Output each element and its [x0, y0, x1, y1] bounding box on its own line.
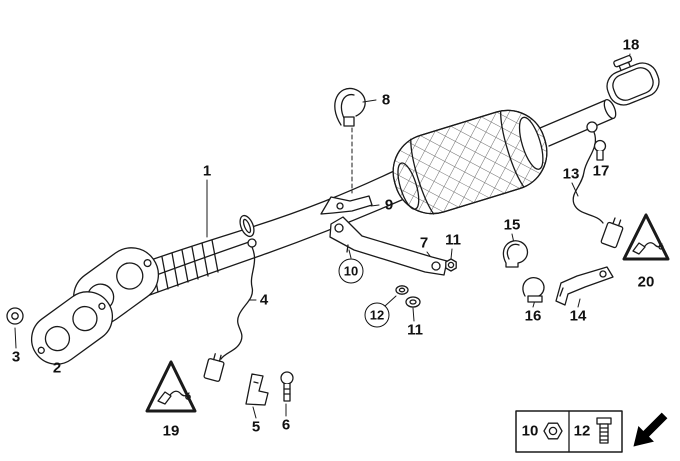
- clamp-18-drawing: [606, 54, 660, 106]
- washer-11-drawing: [405, 296, 421, 308]
- part-label-4[interactable]: 4: [259, 291, 269, 309]
- part-label-17[interactable]: 17: [592, 162, 610, 180]
- front-flange-drawing: [6, 247, 160, 365]
- bracket-14-drawing: [555, 266, 614, 306]
- part-label-7[interactable]: 7: [419, 234, 429, 252]
- nut-icon: [543, 422, 563, 440]
- part-label-20[interactable]: 20: [637, 273, 655, 291]
- washer-12-drawing: [395, 285, 409, 295]
- part-label-3[interactable]: 3: [11, 348, 21, 366]
- bracket-5-drawing: [245, 373, 269, 406]
- joint-ring-drawing: [239, 214, 255, 238]
- part-label-11b[interactable]: 11: [407, 321, 423, 339]
- part-label-16[interactable]: 16: [524, 307, 542, 325]
- part-label-11a[interactable]: 11: [445, 231, 461, 249]
- part-label-1[interactable]: 1: [202, 162, 212, 180]
- bolt-icon: [596, 417, 612, 444]
- warning-triangle-19: [145, 360, 197, 413]
- leader-lines: [14, 53, 631, 419]
- part-label-6[interactable]: 6: [281, 416, 291, 434]
- oxygen-sensor-13-drawing: [572, 131, 624, 249]
- catalytic-converter-drawing: [383, 100, 557, 224]
- legend-num-12[interactable]: 12: [573, 422, 591, 440]
- part-label-10[interactable]: 10: [338, 258, 364, 284]
- oxygen-sensor-4-drawing: [203, 238, 257, 382]
- part-label-12[interactable]: 12: [364, 302, 390, 328]
- gasket-drawing: [30, 291, 114, 365]
- bolt-17-drawing: [593, 139, 607, 161]
- legend-num-10[interactable]: 10: [521, 422, 539, 440]
- clamp-15-drawing: [502, 240, 529, 268]
- grommet-drawing: [6, 307, 24, 325]
- part-label-5[interactable]: 5: [251, 418, 261, 436]
- warning-triangle-20: [622, 213, 670, 261]
- tailpipe-drawing: [539, 98, 617, 147]
- front-pipe-drawing: [127, 170, 405, 301]
- clamp-16-drawing: [522, 277, 545, 303]
- part-label-8[interactable]: 8: [381, 91, 391, 109]
- part-label-13[interactable]: 13: [562, 165, 580, 183]
- part-label-18[interactable]: 18: [622, 36, 640, 54]
- bracket-9-drawing: [320, 195, 373, 215]
- part-label-19[interactable]: 19: [162, 422, 180, 440]
- bolt-6-drawing: [280, 371, 294, 402]
- part-label-2[interactable]: 2: [52, 359, 62, 377]
- part-label-14[interactable]: 14: [569, 307, 587, 325]
- nut-11-drawing: [445, 258, 457, 272]
- part-label-15[interactable]: 15: [503, 216, 521, 234]
- part-label-9[interactable]: 9: [384, 196, 394, 214]
- direction-arrow-icon: [633, 412, 668, 447]
- legend-box: [515, 410, 668, 453]
- clamp-8-drawing: [334, 87, 366, 127]
